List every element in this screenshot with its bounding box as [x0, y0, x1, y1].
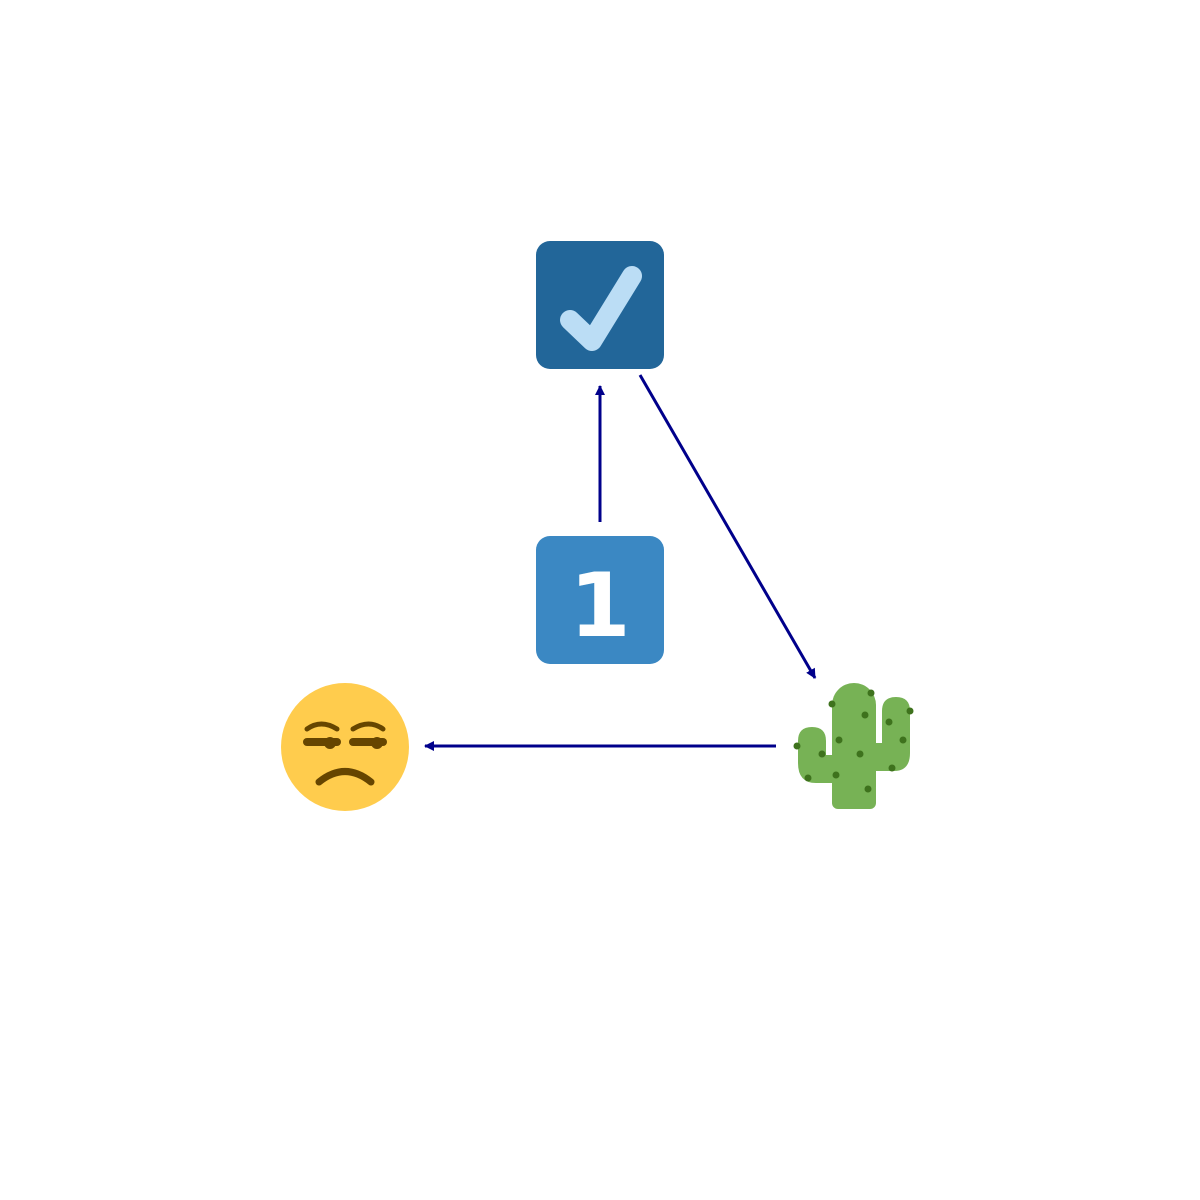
unamused-face-icon	[281, 683, 409, 811]
cactus-icon	[793, 683, 914, 809]
edge-check-to-cactus	[638, 374, 817, 679]
edges	[424, 374, 817, 751]
node-one: 1	[536, 536, 664, 664]
keycap-label: 1	[569, 554, 630, 657]
node-check	[536, 241, 664, 369]
check-mark-button-icon	[536, 241, 664, 369]
keycap-digit-one-icon: 1	[536, 536, 664, 664]
node-unamused	[281, 683, 409, 811]
node-cactus	[793, 683, 914, 809]
